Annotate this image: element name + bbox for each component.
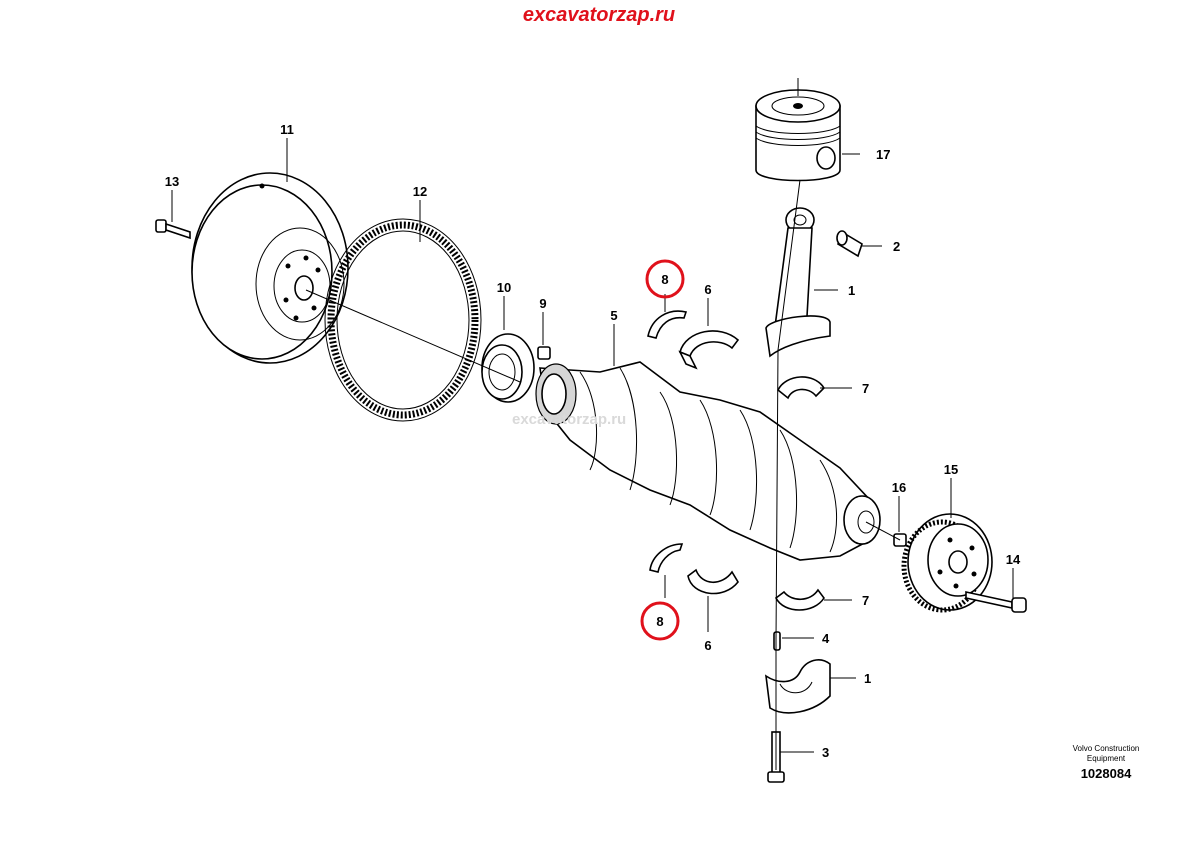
rear-seal [481, 333, 535, 403]
callout-16: 16 [892, 480, 906, 495]
callout-1-rod: 1 [848, 283, 855, 298]
callout-11: 11 [280, 122, 294, 137]
piston-pin [836, 230, 863, 258]
callout-9: 9 [539, 296, 546, 311]
callout-8-upper: 8 [661, 272, 668, 287]
rod-cap [764, 659, 831, 714]
callout-8-lower: 8 [656, 614, 663, 629]
callout-7-lower: 7 [862, 593, 869, 608]
rod-cap-sleeve [773, 631, 781, 651]
callout-6-lower: 6 [704, 638, 711, 653]
ring-gear [324, 218, 482, 422]
watermark: excavatorzap.ru [512, 411, 627, 428]
piston [755, 89, 841, 182]
leader-lines [171, 78, 1014, 753]
main-bearing-upper [678, 330, 740, 370]
main-bearing-lower [687, 568, 739, 595]
callout-3: 3 [822, 745, 829, 760]
drawing-number: 1028084 [1080, 766, 1132, 781]
pulley-bolt [965, 591, 1027, 613]
callout-15: 15 [944, 462, 958, 477]
callout-14: 14 [1006, 552, 1021, 567]
site-banner[interactable]: excavatorzap.ru [503, 2, 695, 28]
callout-10: 10 [497, 280, 511, 295]
thrust-washer-lower [649, 543, 684, 573]
highlight-circle-lower [640, 601, 680, 641]
callout-5: 5 [610, 308, 617, 323]
thrust-washer-upper [647, 310, 688, 339]
brand-line-1: Volvo Construction [1072, 744, 1140, 753]
callout-7-upper: 7 [862, 381, 869, 396]
crankshaft [535, 361, 881, 561]
highlight-circle-upper [645, 259, 685, 299]
callout-1-cap: 1 [864, 671, 871, 686]
connecting-rod [765, 207, 831, 358]
rod-bearing-upper [776, 376, 826, 400]
brand-block: Volvo Construction Equipment 1028084 [1050, 744, 1162, 784]
crank-pulley [901, 513, 993, 613]
callout-6-upper: 6 [704, 282, 711, 297]
flywheel-bolt [155, 219, 191, 240]
callout-4: 4 [822, 631, 830, 646]
callout-13: 13 [165, 174, 179, 189]
brand-line-2: Equipment [1086, 754, 1126, 763]
dowel-pin [537, 346, 551, 360]
callout-17: 17 [876, 147, 890, 162]
callout-12: 12 [413, 184, 427, 199]
flywheel [191, 172, 349, 364]
rod-bearing-lower [774, 588, 825, 611]
callout-labels: 11 13 12 10 9 5 8 6 17 2 1 7 15 16 14 7 … [165, 122, 1021, 760]
callout-2: 2 [893, 239, 900, 254]
